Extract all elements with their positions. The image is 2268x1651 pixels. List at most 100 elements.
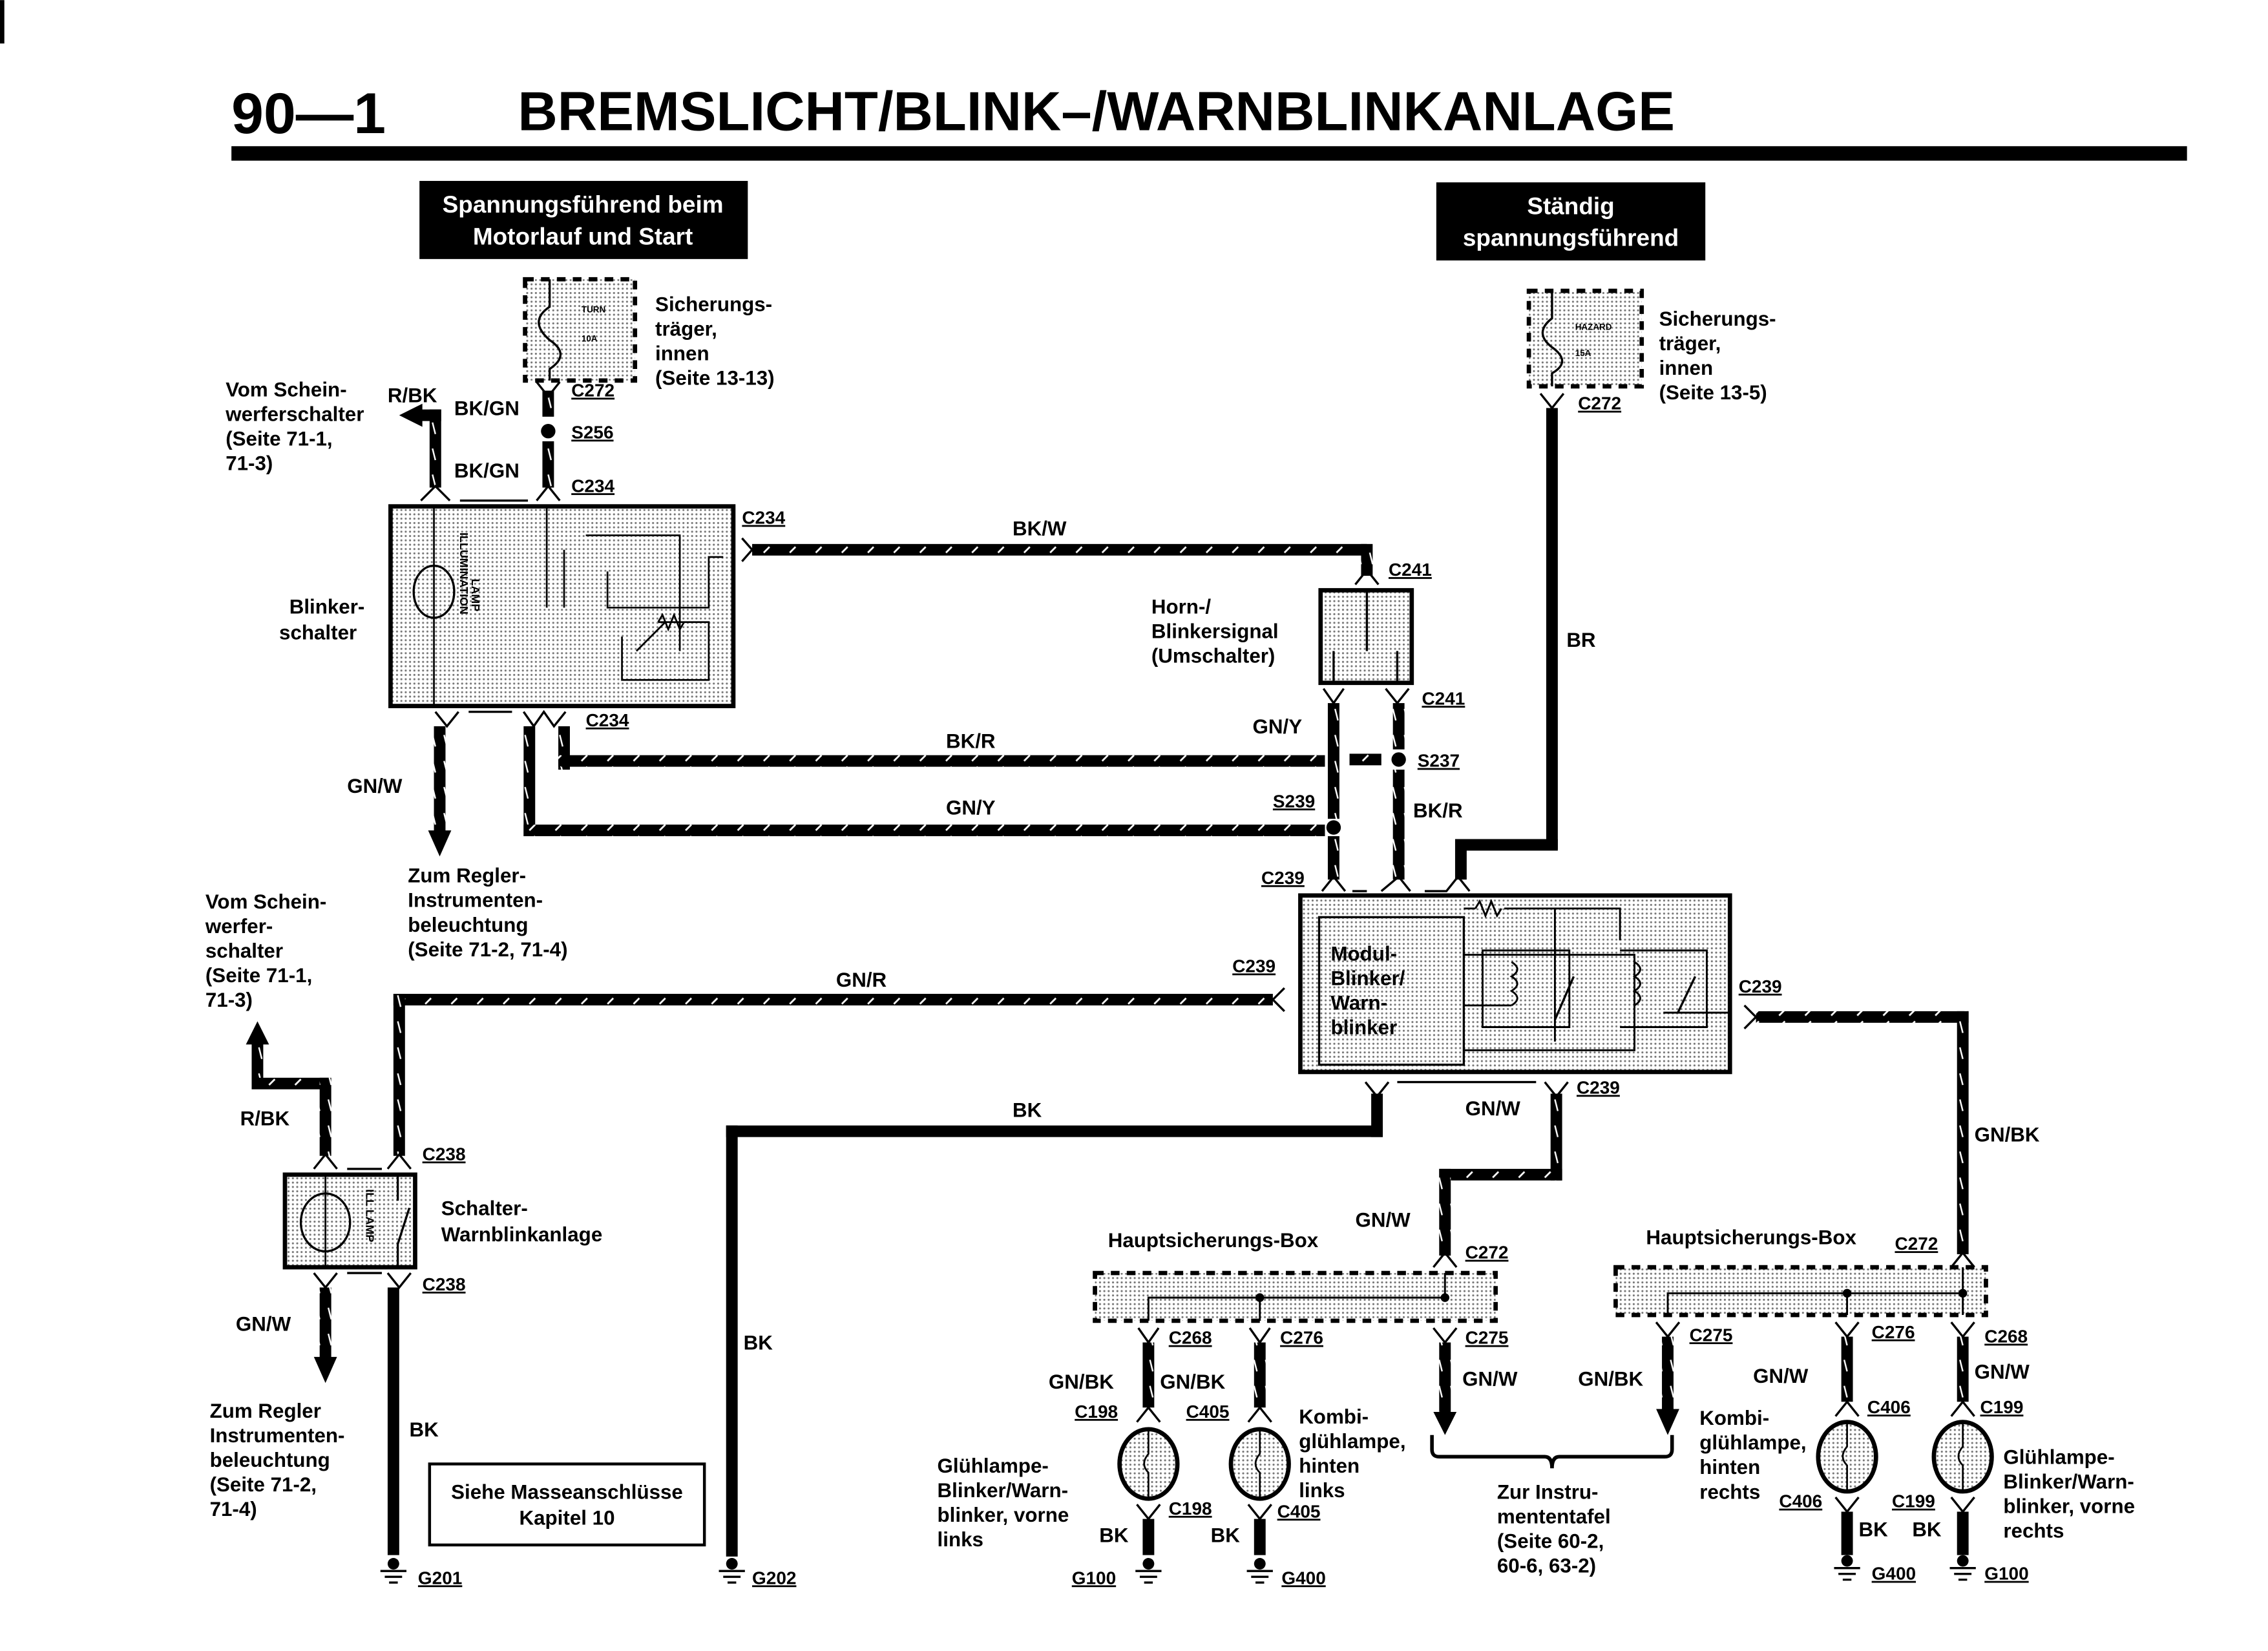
wire-gny-vertical[interactable] [1327,703,1339,880]
wire-gnw-lamp3[interactable] [1841,1336,1853,1402]
fuse-symbol-icon [1541,291,1564,386]
connector-symbol [1136,1405,1161,1423]
connector-symbol [1834,1496,1860,1514]
svg-text:Horn-/: Horn-/ [1151,595,1212,618]
wire-bk-ground[interactable] [1957,1511,1969,1555]
wire-bk-mid[interactable] [726,1093,1383,1557]
splice-s256 [541,424,556,439]
wire-gnw-module[interactable] [1439,1093,1562,1256]
connector-symbol [1539,392,1565,410]
wire-label: GN/W [347,775,403,797]
svg-text:(Seite 60-2,: (Seite 60-2, [1497,1530,1604,1552]
relay-coil-icon [1632,961,1641,1007]
wire-bkr-horizontal[interactable] [558,726,1325,770]
wire-bkw[interactable] [752,543,1373,576]
wire-label: BK [410,1418,439,1441]
wire-label: GN/BK [1578,1368,1643,1391]
ground-icon [1841,1555,1853,1567]
ground-g202 [719,1558,745,1584]
svg-text:blinker, vorne: blinker, vorne [2003,1495,2135,1518]
connector-symbol [1271,987,1285,1013]
wire-label: BK [1912,1518,1942,1541]
lamp-front-left[interactable] [1117,1427,1180,1501]
ground-icon [1957,1555,1969,1567]
wire-label: R/BK [240,1108,290,1130]
wire-gnbk-lamp1[interactable] [1142,1342,1155,1408]
splice-label: S239 [1273,791,1315,811]
wire-gnw-left[interactable] [313,1287,337,1383]
splice-label: S256 [571,422,613,442]
wire-label: GN/R [836,969,887,991]
svg-text:Blinker-: Blinker- [289,595,365,618]
splice-s237 [1391,752,1406,767]
ref-dimmer-bottom: Zum Regler Instrumenten- beleuchtung (Se… [210,1400,345,1520]
lamp-rear-right[interactable] [1816,1420,1878,1494]
wire-label: GN/W [236,1313,291,1336]
blinker-switch[interactable]: ILLUMINATION LAMP [388,504,736,708]
wire-bk-ground[interactable] [1841,1511,1853,1555]
wire-br[interactable] [1454,408,1558,880]
wire-label: BK [744,1332,773,1354]
wire-label: BK/GN [454,459,520,482]
wire-gnbk-instrument[interactable] [1656,1336,1679,1435]
svg-text:rechts: rechts [1699,1480,1760,1503]
svg-text:Warn-: Warn- [1330,992,1387,1015]
wire-bk-ground[interactable] [1254,1519,1266,1555]
flasher-module[interactable] [1298,893,1732,1075]
wire-rbk-top[interactable] [399,403,441,488]
wire-gnw-lamp4[interactable] [1957,1336,1969,1402]
connector-label: C239 [1232,956,1276,976]
svg-text:links: links [938,1528,983,1551]
wire-gnbk-lamp2[interactable] [1254,1342,1266,1408]
connector-label: C268 [1984,1327,2028,1347]
resistor-icon [1475,898,1502,919]
lamp-front-right[interactable] [1931,1420,1994,1494]
wire-gnw-top[interactable] [428,726,452,857]
wire-bk-ground[interactable] [1142,1519,1155,1555]
hazard-switch[interactable]: ILL LAMP [282,1172,417,1270]
connector-symbol [1950,1496,1975,1514]
lamp-rear-left[interactable] [1228,1427,1291,1501]
connector-label: C238 [423,1274,466,1294]
connector-label: C241 [1389,560,1432,580]
fuse-hazard[interactable]: HAZARD 15A [1526,288,1644,389]
connector-symbol [1322,688,1410,706]
arrow-down-icon [428,830,452,857]
ground-icon [1254,1558,1266,1570]
wire-bk-left[interactable] [387,1287,399,1555]
wire-gny-horizontal[interactable] [523,726,1325,837]
wire-gnr[interactable] [393,994,1273,1156]
wire-label: GN/W [1355,1208,1411,1231]
wire-label: GN/Y [946,796,996,819]
connector-label: C234 [586,710,629,730]
wire-bkr-vertical[interactable] [1392,703,1405,880]
connector-symbol [1950,1400,1975,1417]
flasher-module-label: Modul- Blinker/ Warn- blinker [1330,943,1405,1039]
svg-text:spannungsführend: spannungsführend [1463,225,1679,251]
svg-text:schalter: schalter [205,940,283,962]
wire-gnw-instrument[interactable] [1433,1342,1457,1435]
wire-label: BK [1211,1524,1241,1546]
svg-text:innen: innen [1659,357,1714,379]
connector-label: C238 [423,1144,466,1164]
fuse-box-right[interactable] [1613,1265,1988,1318]
connector-symbol [1247,1405,1272,1423]
wire-bkgn[interactable] [542,390,554,488]
wire-gnbk-right[interactable] [1756,1011,1969,1254]
wire-label: GN/BK [1049,1371,1114,1393]
fuse-box-right-label: Hauptsicherungs-Box [1646,1226,1856,1248]
connector-symbol [434,710,567,728]
svg-text:Glühlampe-: Glühlampe- [938,1455,1049,1477]
connector-label: C268 [1169,1328,1212,1348]
connector-symbol [420,484,561,502]
svg-text:rechts: rechts [2003,1520,2064,1542]
lamp-rear-right-label: Kombi- glühlampe, hinten rechts [1699,1407,1806,1503]
wire-label: BK/R [946,730,996,752]
wire-label: BK/GN [454,397,520,420]
fuse-box-left[interactable] [1093,1270,1498,1323]
fuse-turn[interactable]: TURN 10A [523,277,638,383]
splice-label: S237 [1418,751,1460,771]
wire-rbk-left[interactable] [246,1021,331,1156]
horn-blinker-switch[interactable] [1318,588,1414,686]
wire-label: R/BK [388,384,437,406]
